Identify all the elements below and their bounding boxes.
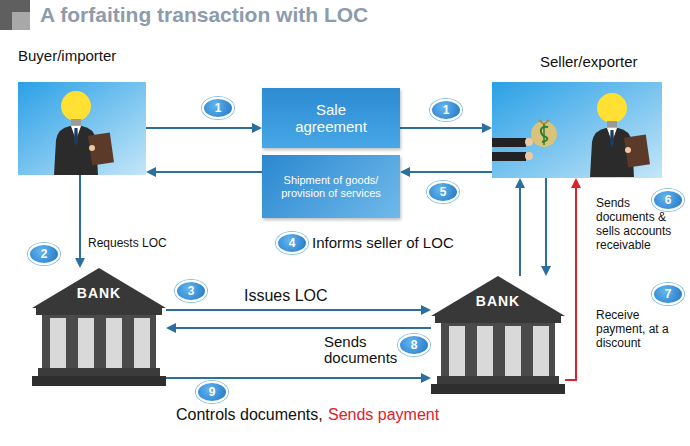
connector-line [154,171,262,173]
callout-number: 1 [430,99,462,121]
step-note: Sends payment [328,406,439,424]
connector-line [408,171,492,173]
connector-line [519,186,521,276]
connector-line [166,309,423,311]
connector-line [400,127,484,129]
bank-text: BANK [32,268,166,301]
callout-number: 1 [202,97,234,119]
arrow-head [75,258,85,268]
connector [541,178,551,276]
connector [146,123,262,133]
seller-illustration [492,82,662,178]
edge-label: Requests LOC [88,236,167,250]
box-text: Shipment of goods/ provision of services [276,174,386,200]
connector [400,167,492,177]
connector [75,175,85,268]
callout-number: 6 [652,189,684,211]
callout-number: 4 [276,232,308,254]
arrow-head [146,167,156,177]
party-heading: Seller/exporter [492,50,662,70]
edge-label: Issues LOC [244,287,328,305]
arrow-head [400,167,410,177]
connector [400,123,492,133]
connector [166,323,431,333]
connector [515,178,525,276]
bank-icon: BANK [431,276,565,394]
connector-line [174,327,431,329]
step-note: Receive payment, at a discount [596,308,680,350]
connector-line [166,377,423,379]
connector-line [79,175,81,260]
arrow-head [482,123,492,133]
box-text: Sale agreement [286,101,376,135]
callout-number: 2 [28,243,60,265]
connector [166,305,431,315]
process-box: Sale agreement [262,88,400,148]
arrow-head [421,373,431,383]
connector [146,167,262,177]
arrow-head [541,266,551,276]
bank-icon: BANK [32,268,166,386]
process-box: Shipment of goods/ provision of services [262,155,400,218]
callout-number: 7 [652,283,684,305]
step-note: Controls documents, [176,406,323,424]
buyer-illustration [18,82,146,175]
arrow-head [421,305,431,315]
connector-line [146,127,254,129]
callout-number: 5 [427,181,459,203]
arrow-head [252,123,262,133]
connector-line [565,186,576,380]
callout-number: 9 [196,381,228,403]
title-icon-inset [12,12,30,30]
callout-number: 8 [398,334,430,356]
seller-figure: Seller/exporter [492,50,662,178]
arrow-head [571,178,581,188]
bank-text: BANK [431,276,565,309]
diagram-title: A forfaiting transaction with LOC [40,3,368,27]
buyer-figure: Buyer/importer [18,44,146,175]
title-icon-square [0,0,30,30]
arrow-head [166,323,176,333]
party-heading: Buyer/importer [18,44,146,64]
connector-line [545,178,547,268]
callout-number: 3 [175,280,207,302]
edge-label: Sends documents [324,334,402,366]
arrow-head [515,178,525,188]
step-note: Sends documents & sells accounts receiva… [596,196,678,252]
step-note: Informs seller of LOC [312,234,454,251]
connector [565,178,581,380]
